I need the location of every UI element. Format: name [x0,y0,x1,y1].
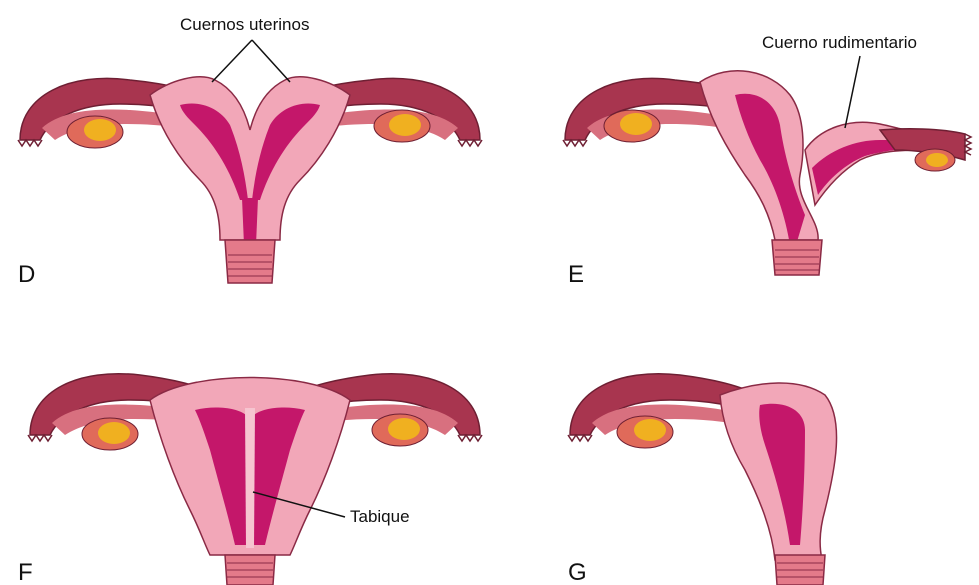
uterine-horns-pointer-left [212,40,252,82]
uterine-horns-pointer-right [252,40,290,82]
left-fimbria-e [563,140,587,146]
panel-g-unicornuate-uterus: G [568,374,837,585]
left-fimbria-g [568,435,592,441]
right-fimbria-f [458,435,482,441]
panel-letter-g: G [568,559,587,585]
left-fimbria-f [28,435,52,441]
right-fimbria-e [965,134,971,155]
panel-e-rudimentary-horn: E Cuerno rudimentario [563,33,971,288]
right-fimbria [458,140,482,146]
left-fimbria [18,140,42,146]
panel-letter-d: D [18,261,35,288]
rudimentary-horn-label: Cuerno rudimentario [762,33,917,52]
septum [245,408,255,548]
septum-label: Tabique [350,507,410,526]
panel-d-bicornuate-uterus: D Cuernos uterinos [18,15,482,288]
panel-f-septate-uterus: F Tabique [18,374,482,585]
panel-letter-e: E [568,261,584,288]
panel-letter-f: F [18,559,33,585]
rudimentary-horn-pointer [845,56,860,128]
uterine-horns-label: Cuernos uterinos [180,15,309,34]
